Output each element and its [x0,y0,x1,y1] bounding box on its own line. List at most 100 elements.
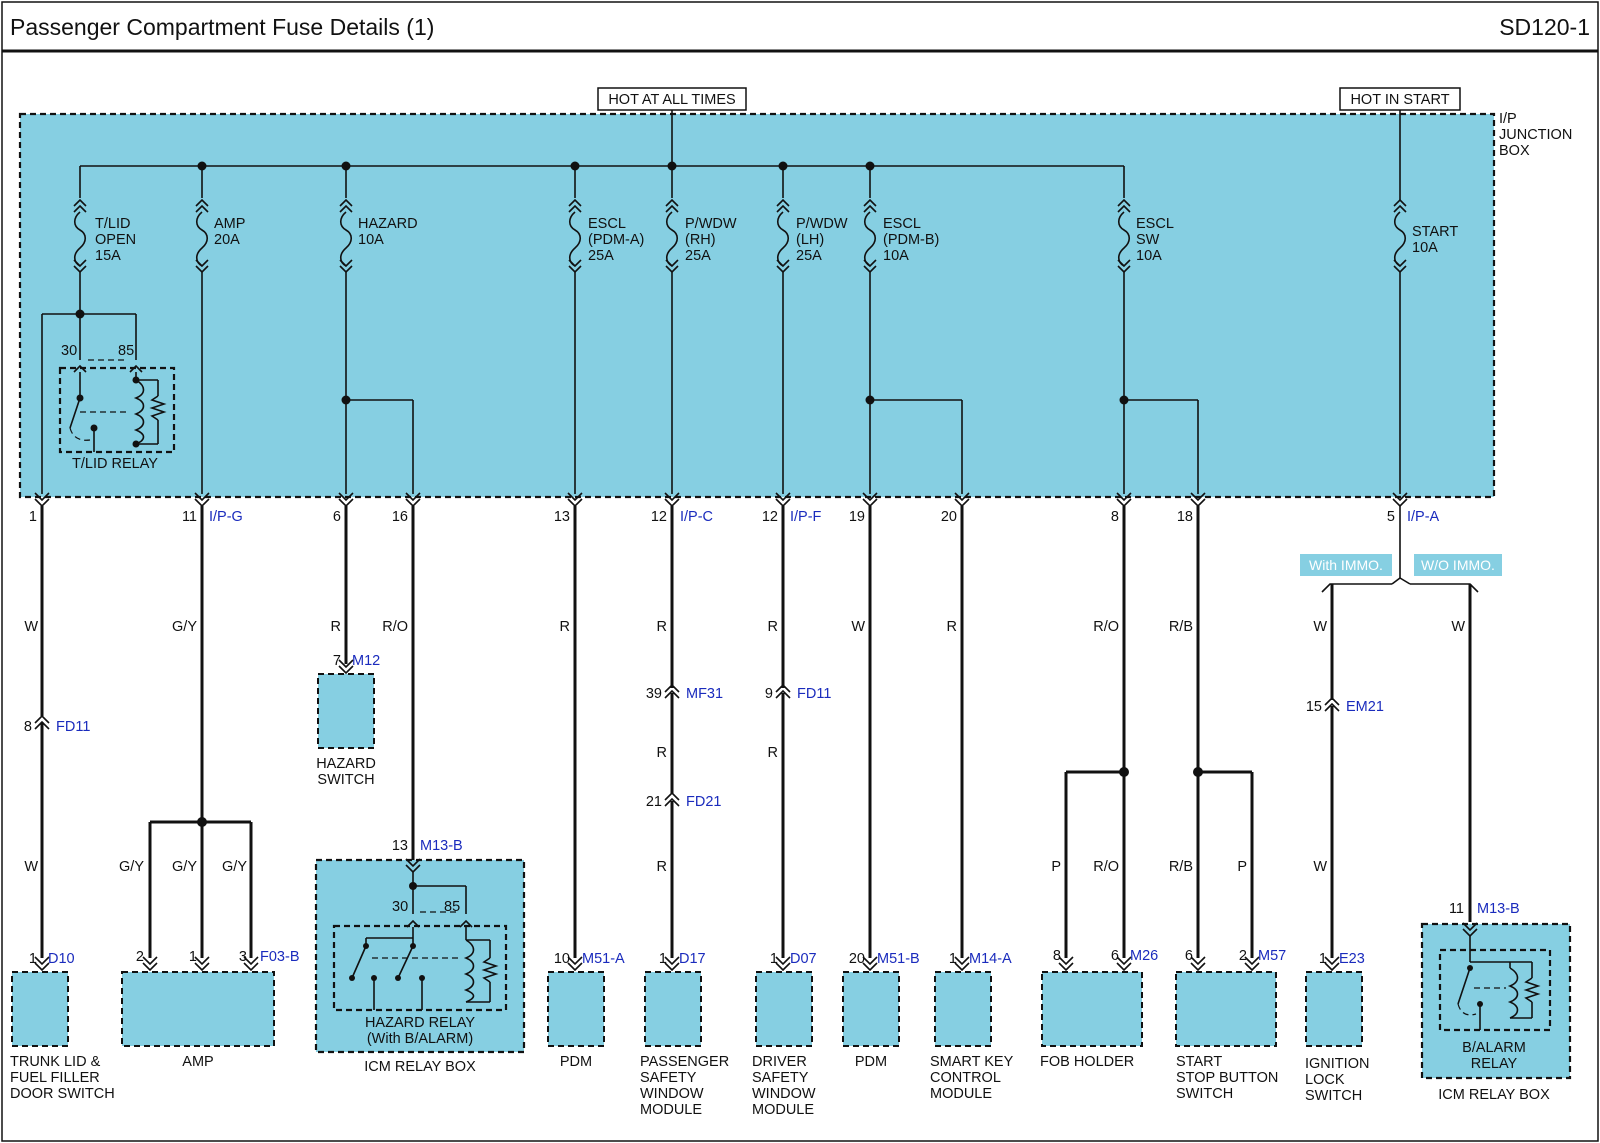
svg-text:FD21: FD21 [686,794,721,810]
svg-text:FD11: FD11 [56,719,90,735]
svg-text:G/Y: G/Y [119,859,144,875]
svg-text:EM21: EM21 [1346,699,1384,715]
fuse-escl-pdm-a: ESCL (PDM-A) 25A [568,166,644,273]
svg-text:D17: D17 [679,951,706,967]
svg-text:IGNITION: IGNITION [1305,1056,1369,1072]
svg-text:W: W [24,619,38,635]
svg-text:19: 19 [849,509,865,525]
svg-text:MF31: MF31 [686,686,723,702]
svg-text:12: 12 [762,509,778,525]
svg-text:I/P-G: I/P-G [209,509,243,525]
svg-text:ESCL: ESCL [588,216,626,232]
svg-text:(PDM-A): (PDM-A) [588,232,644,248]
svg-text:SMART KEY: SMART KEY [930,1054,1014,1070]
wire-pdm-b: W [851,506,872,958]
icm-relay-box-2: 11 M13-B B/ALARM RELAY ICM RELAY BOX [1420,901,1572,1103]
wire-hazard-relay: R/O 13 M13-B 30 85 HAZARD RELA [314,506,526,1054]
component-smart-key: SMART KEY CONTROL MODULE [930,971,1014,1102]
svg-text:1: 1 [770,951,778,967]
fuse-start: START 10A [1393,172,1458,273]
svg-text:1: 1 [949,951,957,967]
svg-text:M13-B: M13-B [1477,901,1520,917]
bottom-connector-labels: 1 D10 2 1 3 F03-B 10 M51-A 1 D17 1 D07 2… [29,948,1365,967]
svg-text:SWITCH: SWITCH [1305,1088,1362,1104]
svg-text:PDM: PDM [560,1054,592,1070]
svg-text:R/B: R/B [1169,859,1193,875]
wire-trunk: W W 8 FD11 [24,506,90,958]
svg-text:I/P-F: I/P-F [790,509,822,525]
svg-text:R: R [657,859,667,875]
svg-text:M26: M26 [1130,948,1158,964]
hot-at-all-times-label: HOT AT ALL TIMES [608,92,735,108]
icm-relay-box-1-label: ICM RELAY BOX [364,1059,476,1075]
svg-text:30: 30 [392,899,408,915]
svg-text:WINDOW: WINDOW [752,1086,816,1102]
fuse-escl-pdm-b: ESCL (PDM-B) 10A [863,166,939,273]
svg-text:R: R [331,619,341,635]
fuse-tlid: T/LID OPEN 15A [73,166,136,314]
svg-text:16: 16 [392,509,408,525]
component-driver-window: DRIVER SAFETY WINDOW MODULE [752,971,816,1118]
svg-text:25A: 25A [588,248,614,264]
svg-text:SAFETY: SAFETY [752,1070,809,1086]
wire-fob-holder: R/O P R/O [1051,506,1129,958]
svg-text:I/P-C: I/P-C [680,509,713,525]
svg-text:START: START [1412,224,1458,240]
svg-text:G/Y: G/Y [172,859,197,875]
svg-text:WINDOW: WINDOW [640,1086,704,1102]
svg-text:AMP: AMP [214,216,245,232]
svg-text:1: 1 [29,509,37,525]
with-immo-tag [1300,554,1392,576]
svg-text:5: 5 [1387,509,1395,525]
svg-text:3: 3 [239,949,247,965]
svg-text:F03-B: F03-B [260,949,300,965]
svg-text:20: 20 [849,951,865,967]
diagram-code: SD120-1 [1499,14,1590,40]
wire-hazard-switch: R 7 M12 HAZARD SWITCH [316,506,380,788]
svg-text:R: R [657,619,667,635]
svg-text:TRUNK LID &: TRUNK LID & [10,1054,101,1070]
svg-text:(RH): (RH) [685,232,716,248]
svg-text:W: W [1313,859,1327,875]
svg-text:15: 15 [1306,699,1322,715]
svg-text:1: 1 [189,949,197,965]
svg-text:9: 9 [765,686,773,702]
svg-text:RELAY: RELAY [1471,1056,1518,1072]
svg-text:FOB HOLDER: FOB HOLDER [1040,1054,1134,1070]
svg-text:10A: 10A [883,248,909,264]
svg-text:20: 20 [941,509,957,525]
svg-text:HAZARD: HAZARD [358,216,418,232]
svg-text:18: 18 [1177,509,1193,525]
wire-amp: G/Y G/Y G/Y G/Y [119,506,253,958]
fuse-hazard: HAZARD 10A [339,166,418,273]
tlid-relay: 30 85 T/LID RELAY [41,309,176,494]
svg-text:85: 85 [444,899,460,915]
svg-text:1: 1 [1319,951,1327,967]
svg-text:MODULE: MODULE [752,1102,814,1118]
svg-text:ESCL: ESCL [1136,216,1174,232]
svg-text:M13-B: M13-B [420,838,463,854]
junction-box-label-2: JUNCTION [1499,127,1572,143]
fuse-pwdw-lh: P/WDW (LH) 25A [776,166,848,273]
svg-text:M51-B: M51-B [877,951,920,967]
svg-text:T/LID RELAY: T/LID RELAY [72,456,158,472]
svg-text:7: 7 [333,653,341,669]
svg-text:M12: M12 [352,653,380,669]
wire-smart-key: R [947,506,964,958]
svg-text:START: START [1176,1054,1222,1070]
component-pdm-2: PDM [842,971,900,1070]
svg-text:P/WDW: P/WDW [796,216,848,232]
svg-text:B/ALARM: B/ALARM [1462,1040,1526,1056]
svg-text:P: P [1051,859,1061,875]
box-wiring [201,272,1401,494]
svg-text:SWITCH: SWITCH [317,772,374,788]
svg-text:85: 85 [118,343,134,359]
component-pdm-1: PDM [547,971,605,1070]
component-start-stop-switch: START STOP BUTTON SWITCH [1175,971,1278,1102]
wire-passenger-window: R R R 39 MF31 21 FD21 [646,506,723,958]
junction-box-label-1: I/P [1499,111,1517,127]
svg-text:MODULE: MODULE [640,1102,702,1118]
svg-text:E23: E23 [1339,951,1365,967]
